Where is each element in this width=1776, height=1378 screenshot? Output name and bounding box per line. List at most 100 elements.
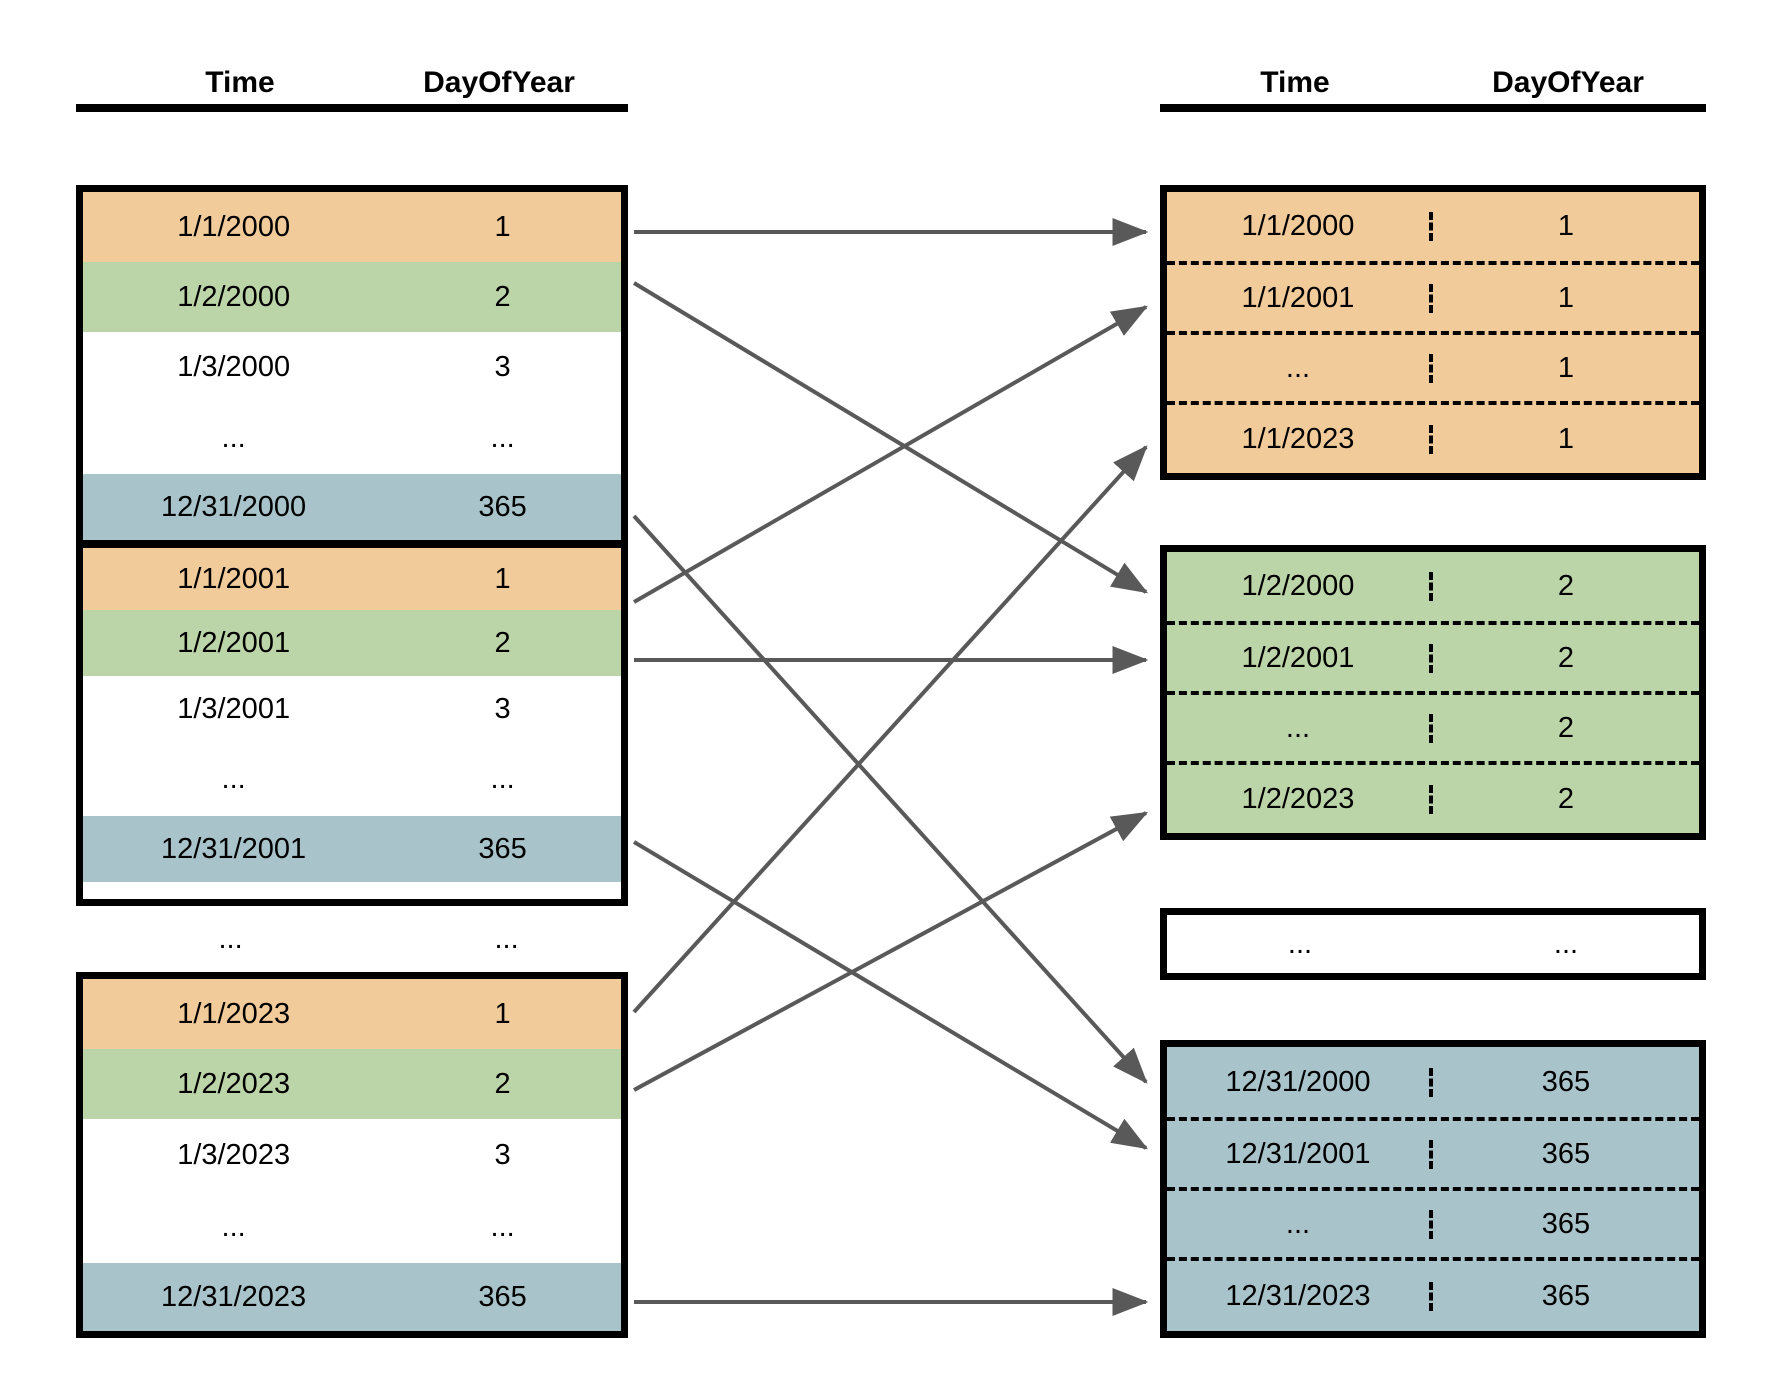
arrow-1-2-2000-to-doy2 [632, 281, 1149, 594]
cell-dayofyear: 2 [494, 1067, 511, 1100]
cell-dayofyear: 2 [1557, 570, 1575, 602]
cell-dayofyear: ... [490, 1210, 515, 1243]
cell-dayofyear: ... [1553, 927, 1579, 960]
cell-dayofyear: 365 [478, 832, 527, 865]
table-row[interactable]: 1/2/2023 2 [83, 1049, 621, 1119]
cell-time: 1/2/2000 [1167, 572, 1433, 601]
table-row-ellipsis: ... ... [83, 742, 621, 816]
table-row[interactable]: 12/31/2023 365 [1167, 1261, 1699, 1331]
table-row[interactable]: 12/31/2023 365 [83, 1263, 621, 1331]
cell-dayofyear: 1 [1557, 422, 1575, 455]
cell-dayofyear: 2 [494, 280, 511, 313]
cell-time: 1/3/2023 [177, 1138, 291, 1171]
left-table-2000-2001: 1/1/2000 1 1/2/2000 2 1/3/2000 3 ... ...… [76, 185, 628, 906]
block-separator [83, 540, 621, 548]
table-row[interactable]: 12/31/2000 365 [83, 474, 621, 540]
cell-dayofyear: 365 [478, 1280, 527, 1313]
left-header: Time DayOfYear [76, 46, 628, 112]
cell-dayofyear: ... [490, 421, 515, 454]
table-row[interactable]: 1/2/2000 2 [1167, 552, 1699, 625]
table-row[interactable]: 1/3/2000 3 [83, 332, 621, 402]
table-row[interactable]: 1/1/2023 1 [83, 979, 621, 1049]
arrow-12-31-2001-to-doy365 [632, 840, 1149, 1150]
left-table-2023: 1/1/2023 1 1/2/2023 2 1/3/2023 3 ... ...… [76, 972, 628, 1338]
table-row[interactable]: 1/1/2001 1 [83, 548, 621, 610]
cell-time: ... [1167, 353, 1433, 383]
cell-time: ... [1167, 713, 1433, 743]
cell-time: 1/1/2000 [1167, 212, 1433, 241]
cell-time: 1/3/2001 [177, 692, 291, 725]
left-header-dayofyear: DayOfYear [423, 66, 575, 99]
table-row[interactable]: 1/3/2023 3 [83, 1119, 621, 1191]
arrow-1-1-2023-to-doy1 [632, 445, 1148, 1014]
cell-dayofyear: 1 [494, 562, 511, 595]
table-row-ellipsis: ... ... [1167, 915, 1699, 973]
right-table-dayofyear-1: 1/1/2000 1 1/1/2001 1 ... 1 1/1/2023 1 [1160, 185, 1706, 480]
left-header-rule [76, 104, 628, 112]
table-row-ellipsis: ... ... [83, 1191, 621, 1263]
table-row[interactable]: 1/2/2001 2 [1167, 625, 1699, 695]
arrow-1-1-2001-to-doy1 [633, 305, 1149, 604]
cell-dayofyear: ... [490, 762, 515, 795]
table-row[interactable]: 1/2/2023 2 [1167, 765, 1699, 833]
cell-time: ... [221, 762, 246, 795]
cell-time: 12/31/2001 [161, 832, 307, 865]
cell-dayofyear: 1 [494, 210, 511, 243]
cell-time: 1/1/2023 [177, 997, 291, 1030]
table-row[interactable]: 1/1/2001 1 [1167, 265, 1699, 335]
table-row[interactable]: 1/1/2023 1 [1167, 405, 1699, 473]
right-header-dayofyear: DayOfYear [1492, 66, 1644, 99]
right-header-time: Time [1260, 66, 1330, 99]
cell-dayofyear: 1 [1557, 351, 1575, 384]
table-row[interactable]: ... 365 [1167, 1191, 1699, 1261]
cell-dayofyear: 3 [494, 1138, 511, 1171]
cell-dayofyear: 365 [1541, 1279, 1591, 1312]
cell-time: 1/2/2023 [177, 1067, 291, 1100]
cell-time: 12/31/2001 [1167, 1139, 1433, 1169]
cell-time: ... [221, 1210, 246, 1243]
table-row[interactable]: ... 2 [1167, 695, 1699, 765]
cell-dayofyear: 2 [1557, 641, 1575, 674]
cell-dayofyear: ... [494, 922, 519, 955]
cell-time: 12/31/2000 [1167, 1067, 1433, 1097]
cell-time: 1/1/2001 [1167, 283, 1433, 313]
cell-time: 12/31/2000 [161, 490, 307, 523]
cell-dayofyear: 365 [1541, 1207, 1591, 1240]
arrow-1-2-2023-to-doy2 [633, 811, 1149, 1092]
table-row[interactable]: 1/1/2000 1 [1167, 192, 1699, 265]
cell-dayofyear: 365 [1541, 1065, 1591, 1098]
table-row[interactable]: 1/3/2001 3 [83, 676, 621, 742]
table-row[interactable]: 12/31/2001 365 [1167, 1121, 1699, 1191]
table-row[interactable]: 1/2/2000 2 [83, 262, 621, 332]
cell-time: 12/31/2023 [1167, 1281, 1433, 1311]
table-row[interactable]: 12/31/2000 365 [1167, 1047, 1699, 1121]
right-header-rule [1160, 104, 1706, 112]
cell-dayofyear: 2 [1557, 711, 1575, 744]
cell-dayofyear: 3 [494, 692, 511, 725]
left-gap-ellipsis-row: ... ... [76, 906, 628, 972]
cell-dayofyear: 2 [1557, 782, 1575, 815]
cell-dayofyear: 1 [494, 997, 511, 1030]
cell-time: 1/2/2001 [177, 626, 291, 659]
left-header-time: Time [205, 66, 275, 99]
table-row[interactable]: ... 1 [1167, 335, 1699, 405]
cell-time: ... [1287, 927, 1313, 960]
table-row[interactable]: 1/1/2000 1 [83, 192, 621, 262]
cell-time: 1/2/2023 [1167, 784, 1433, 814]
right-table-dayofyear-2: 1/2/2000 2 1/2/2001 2 ... 2 1/2/2023 2 [1160, 545, 1706, 840]
cell-time: 12/31/2023 [161, 1280, 307, 1313]
table-row-ellipsis: ... ... [83, 402, 621, 474]
cell-time: 1/2/2001 [1167, 643, 1433, 673]
table-row[interactable]: 12/31/2001 365 [83, 816, 621, 882]
right-table-dayofyear-365: 12/31/2000 365 12/31/2001 365 ... 365 12… [1160, 1040, 1706, 1338]
cell-dayofyear: 3 [494, 350, 511, 383]
cell-dayofyear: 1 [1557, 281, 1575, 314]
right-table-dayofyear-ellipsis: ... ... [1160, 908, 1706, 980]
cell-time: ... [1167, 1209, 1433, 1239]
cell-dayofyear: 1 [1557, 210, 1575, 242]
table-row[interactable]: 1/2/2001 2 [83, 610, 621, 676]
cell-time: 1/1/2001 [177, 562, 291, 595]
cell-time: ... [218, 922, 243, 955]
cell-time: 1/1/2000 [177, 210, 291, 243]
